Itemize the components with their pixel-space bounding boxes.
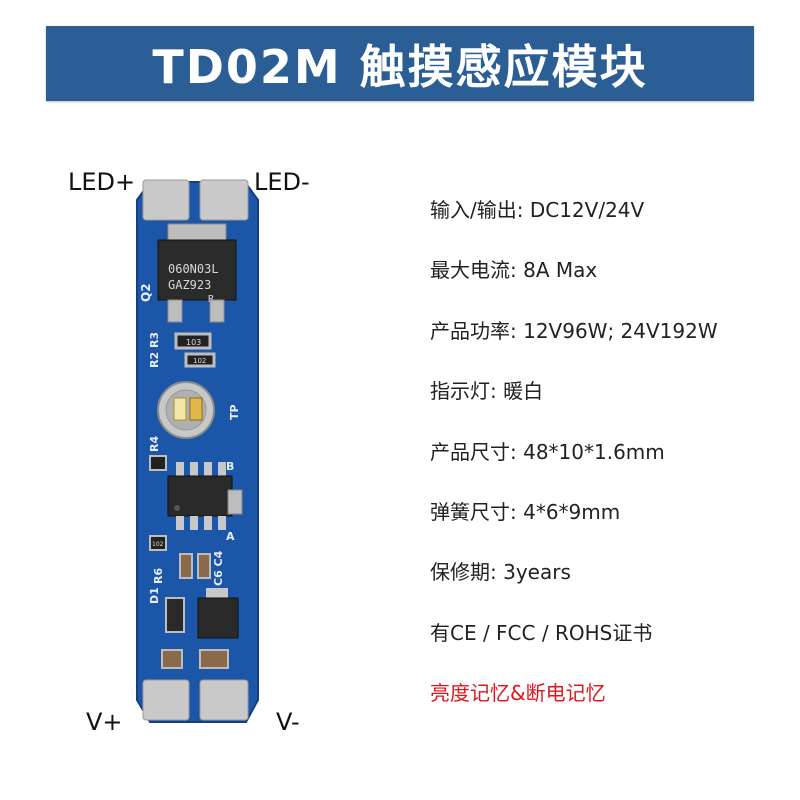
ic-pin	[218, 462, 226, 476]
pad-led-minus	[199, 179, 249, 221]
pad-b	[227, 489, 243, 515]
label-v-plus: V+	[86, 708, 123, 736]
silk-r4: R4	[148, 436, 161, 452]
pad-v-minus	[199, 679, 249, 721]
capacitor	[161, 649, 183, 669]
ic-pin	[204, 516, 212, 530]
mosfet-leg	[209, 299, 225, 323]
resistor-code: 102	[193, 357, 206, 365]
spec-row: 保修期: 3years	[430, 560, 571, 585]
resistor	[149, 535, 167, 551]
resistor-code: 103	[186, 338, 201, 347]
spec-row: 产品尺寸: 48*10*1.6mm	[430, 439, 665, 464]
spec-row: 亮度记忆&断电记忆	[430, 681, 606, 706]
mosfet-marking-2: GAZ923	[168, 278, 211, 292]
silk-r6: R6	[152, 568, 165, 584]
spec-row: 最大电流: 8A Max	[430, 258, 598, 283]
ic-pin	[218, 516, 226, 530]
mosfet-leg	[167, 299, 183, 323]
spec-row: 输入/输出: DC12V/24V	[430, 198, 645, 222]
capacitor	[197, 553, 211, 579]
ic-pin	[176, 462, 184, 476]
silk-q2: Q2	[139, 283, 153, 302]
silk-a: A	[226, 530, 235, 543]
spec-list: 输入/输出: DC12V/24V 最大电流: 8A Max 产品功率: 12V96W…	[430, 186, 790, 730]
spec-row: 弹簧尺寸: 4*6*9mm	[430, 499, 621, 524]
resistor	[184, 352, 216, 368]
regulator-chip	[197, 597, 239, 639]
resistor	[174, 332, 212, 350]
pad-led-plus	[142, 179, 190, 221]
ic-pin	[176, 516, 184, 530]
label-led-plus: LED+	[68, 168, 136, 196]
spec-row: 指示灯: 暖白	[430, 379, 544, 404]
capacitor	[179, 553, 193, 579]
diode	[165, 597, 185, 633]
resistor-code: 102	[152, 541, 164, 548]
pcb-board	[136, 181, 259, 723]
led-indicator	[173, 397, 187, 421]
silk-tp: TP	[228, 404, 241, 420]
ic-pin	[190, 516, 198, 530]
capacitor	[199, 649, 229, 669]
silk-c6c4: C6 C4	[212, 550, 225, 586]
ic-pin	[204, 462, 212, 476]
silk-r2r3: R2 R3	[148, 332, 161, 368]
ic-pin	[190, 462, 198, 476]
mosfet-chip	[157, 239, 237, 301]
banner-title: TD02M 触摸感应模块	[152, 39, 648, 94]
spec-row: 产品功率: 12V96W; 24V192W	[430, 318, 718, 343]
resistor	[149, 455, 167, 471]
mosfet-marking-1: 060N03L	[168, 262, 219, 276]
led-indicator	[189, 397, 203, 421]
label-v-minus: V-	[276, 708, 300, 736]
silk-d1: D1	[148, 587, 161, 604]
label-led-minus: LED-	[254, 168, 310, 196]
spec-row: 有CE / FCC / ROHS证书	[430, 620, 653, 645]
pad-v-plus	[142, 679, 190, 721]
regulator-tab	[206, 588, 228, 598]
ic-pin1-dot	[174, 505, 180, 511]
silk-b: B	[226, 460, 234, 473]
title-banner: TD02M 触摸感应模块	[46, 26, 754, 101]
